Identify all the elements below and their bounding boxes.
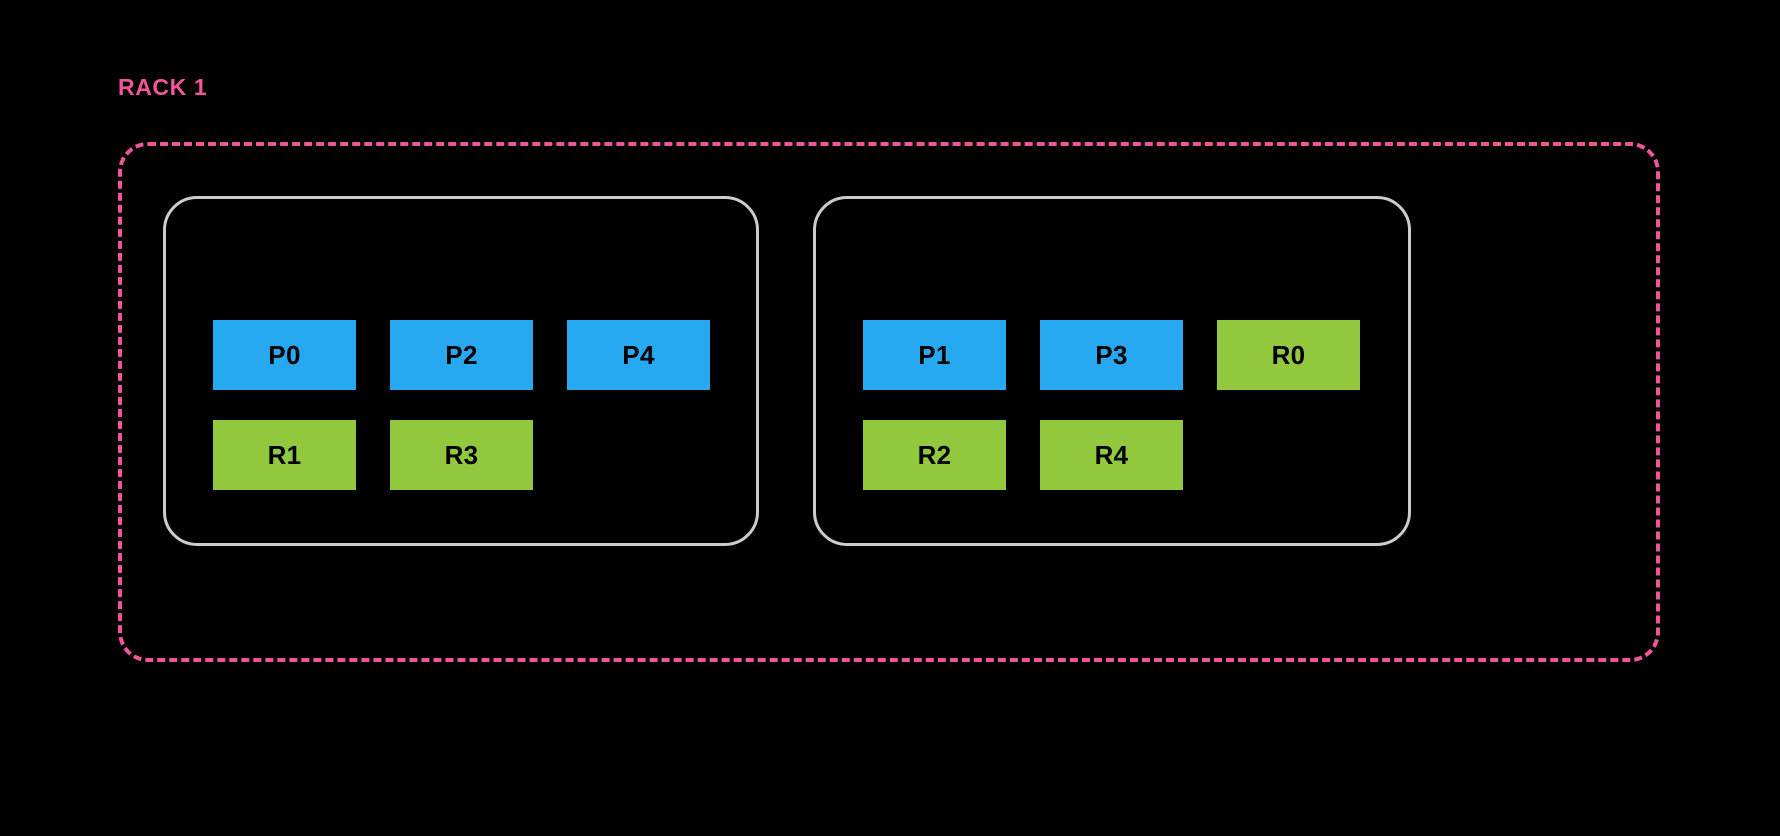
node-right-row-primaries: P1 P3 R0: [863, 320, 1360, 390]
node-right-row-replicas: R2 R4: [863, 420, 1360, 490]
unit-p4[interactable]: P4: [567, 320, 710, 390]
unit-p3[interactable]: P3: [1040, 320, 1183, 390]
node-left-rows: P0 P2 P4 R1 R3: [213, 320, 710, 490]
node-left-row-replicas: R1 R3: [213, 420, 710, 490]
unit-r0[interactable]: R0: [1217, 320, 1360, 390]
unit-r2[interactable]: R2: [863, 420, 1006, 490]
rack-label: RACK 1: [118, 74, 208, 100]
node-left-row-primaries: P0 P2 P4: [213, 320, 710, 390]
unit-r3[interactable]: R3: [390, 420, 533, 490]
unit-r1[interactable]: R1: [213, 420, 356, 490]
unit-p1[interactable]: P1: [863, 320, 1006, 390]
node-panel-right: P1 P3 R0 R2 R4: [813, 196, 1411, 546]
unit-r4[interactable]: R4: [1040, 420, 1183, 490]
unit-p2[interactable]: P2: [390, 320, 533, 390]
unit-p0[interactable]: P0: [213, 320, 356, 390]
node-right-rows: P1 P3 R0 R2 R4: [863, 320, 1360, 490]
node-panel-left: P0 P2 P4 R1 R3: [163, 196, 759, 546]
rack-boundary: [118, 142, 1660, 662]
